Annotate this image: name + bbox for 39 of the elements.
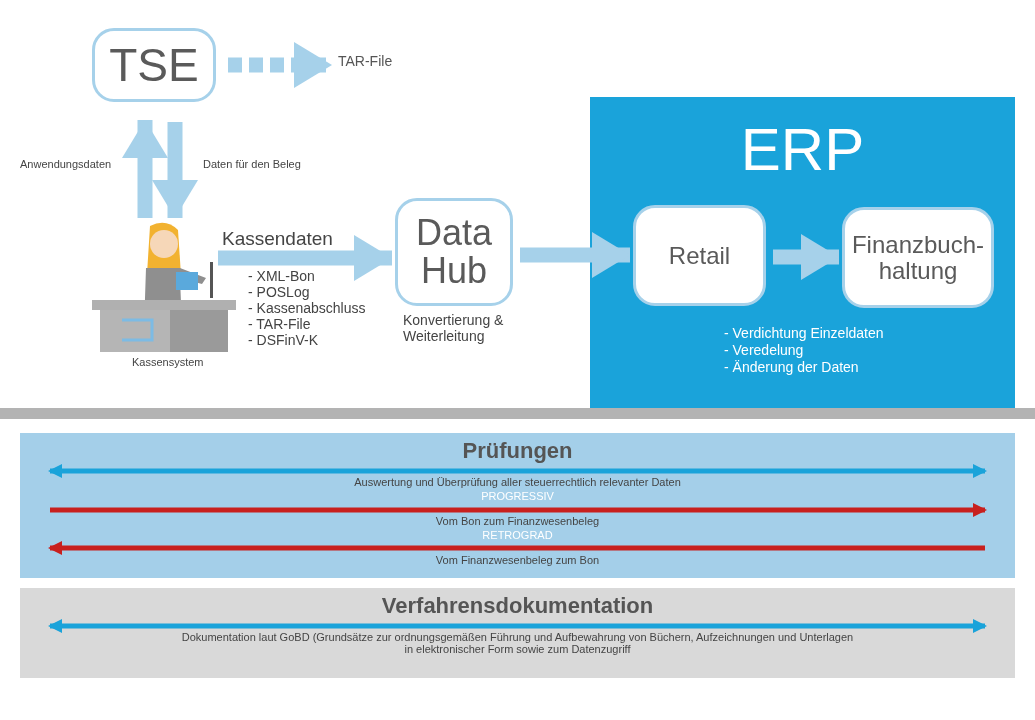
list-item: - Kassenabschluss <box>248 300 366 316</box>
list-item: - Änderung der Daten <box>724 359 859 375</box>
list-item: - TAR-File <box>248 316 311 332</box>
node-caption: Konvertierung & Weiterleitung <box>403 312 505 344</box>
band-title: Verfahrensdokumentation <box>381 593 654 619</box>
box-label: Data Hub <box>414 214 493 290</box>
edge-label: Daten für den Beleg <box>203 158 301 170</box>
band-panel <box>20 588 1015 678</box>
process-box <box>633 205 766 306</box>
process-box <box>842 207 994 308</box>
arrow <box>122 120 168 218</box>
node-caption: Kassensystem <box>132 356 204 368</box>
list-item: - XML-Bon <box>248 268 315 284</box>
direction-label: PROGRESSIV <box>481 490 554 502</box>
description-text: Vom Bon zum Finanzwesenbeleg <box>435 515 600 527</box>
system-panel <box>590 97 1015 410</box>
process-box <box>395 198 513 306</box>
edge-label: Anwendungsdaten <box>20 158 112 170</box>
process-box <box>92 28 216 102</box>
description-text: Vom Finanzwesenbeleg zum Bon <box>435 554 600 566</box>
description-text: Dokumentation laut GoBD (Grundsätze zur ordnungsgemäßen Führung und Aufbewahrung von Büchern, Aufzeichnungen und Unterlagen in elektronischer Form sowie zum Datenzugriff <box>180 631 855 655</box>
arrow <box>228 42 332 88</box>
list-item: - DSFinV-K <box>248 332 318 348</box>
arrow <box>520 232 630 278</box>
list-item: - Veredelung <box>724 342 804 358</box>
band-title: Prüfungen <box>462 438 573 464</box>
direction-label: RETROGRAD <box>482 529 553 541</box>
description-text: Auswertung und Überprüfung aller steuerrechtlich relevanter Daten <box>354 476 681 488</box>
output-label: TAR-File <box>338 53 408 77</box>
box-label: Retail <box>668 242 731 269</box>
band-panel <box>20 433 1015 578</box>
arrow <box>773 234 839 280</box>
list-item: - Verdichtung Einzeldaten <box>724 325 884 341</box>
panel-title: ERP <box>740 115 865 184</box>
list-item: - POSLog <box>248 284 310 300</box>
arrow <box>218 235 392 281</box>
box-label: Finanzbuch-haltung <box>850 232 986 283</box>
box-label: TSE <box>109 40 199 90</box>
arrow <box>152 122 198 218</box>
